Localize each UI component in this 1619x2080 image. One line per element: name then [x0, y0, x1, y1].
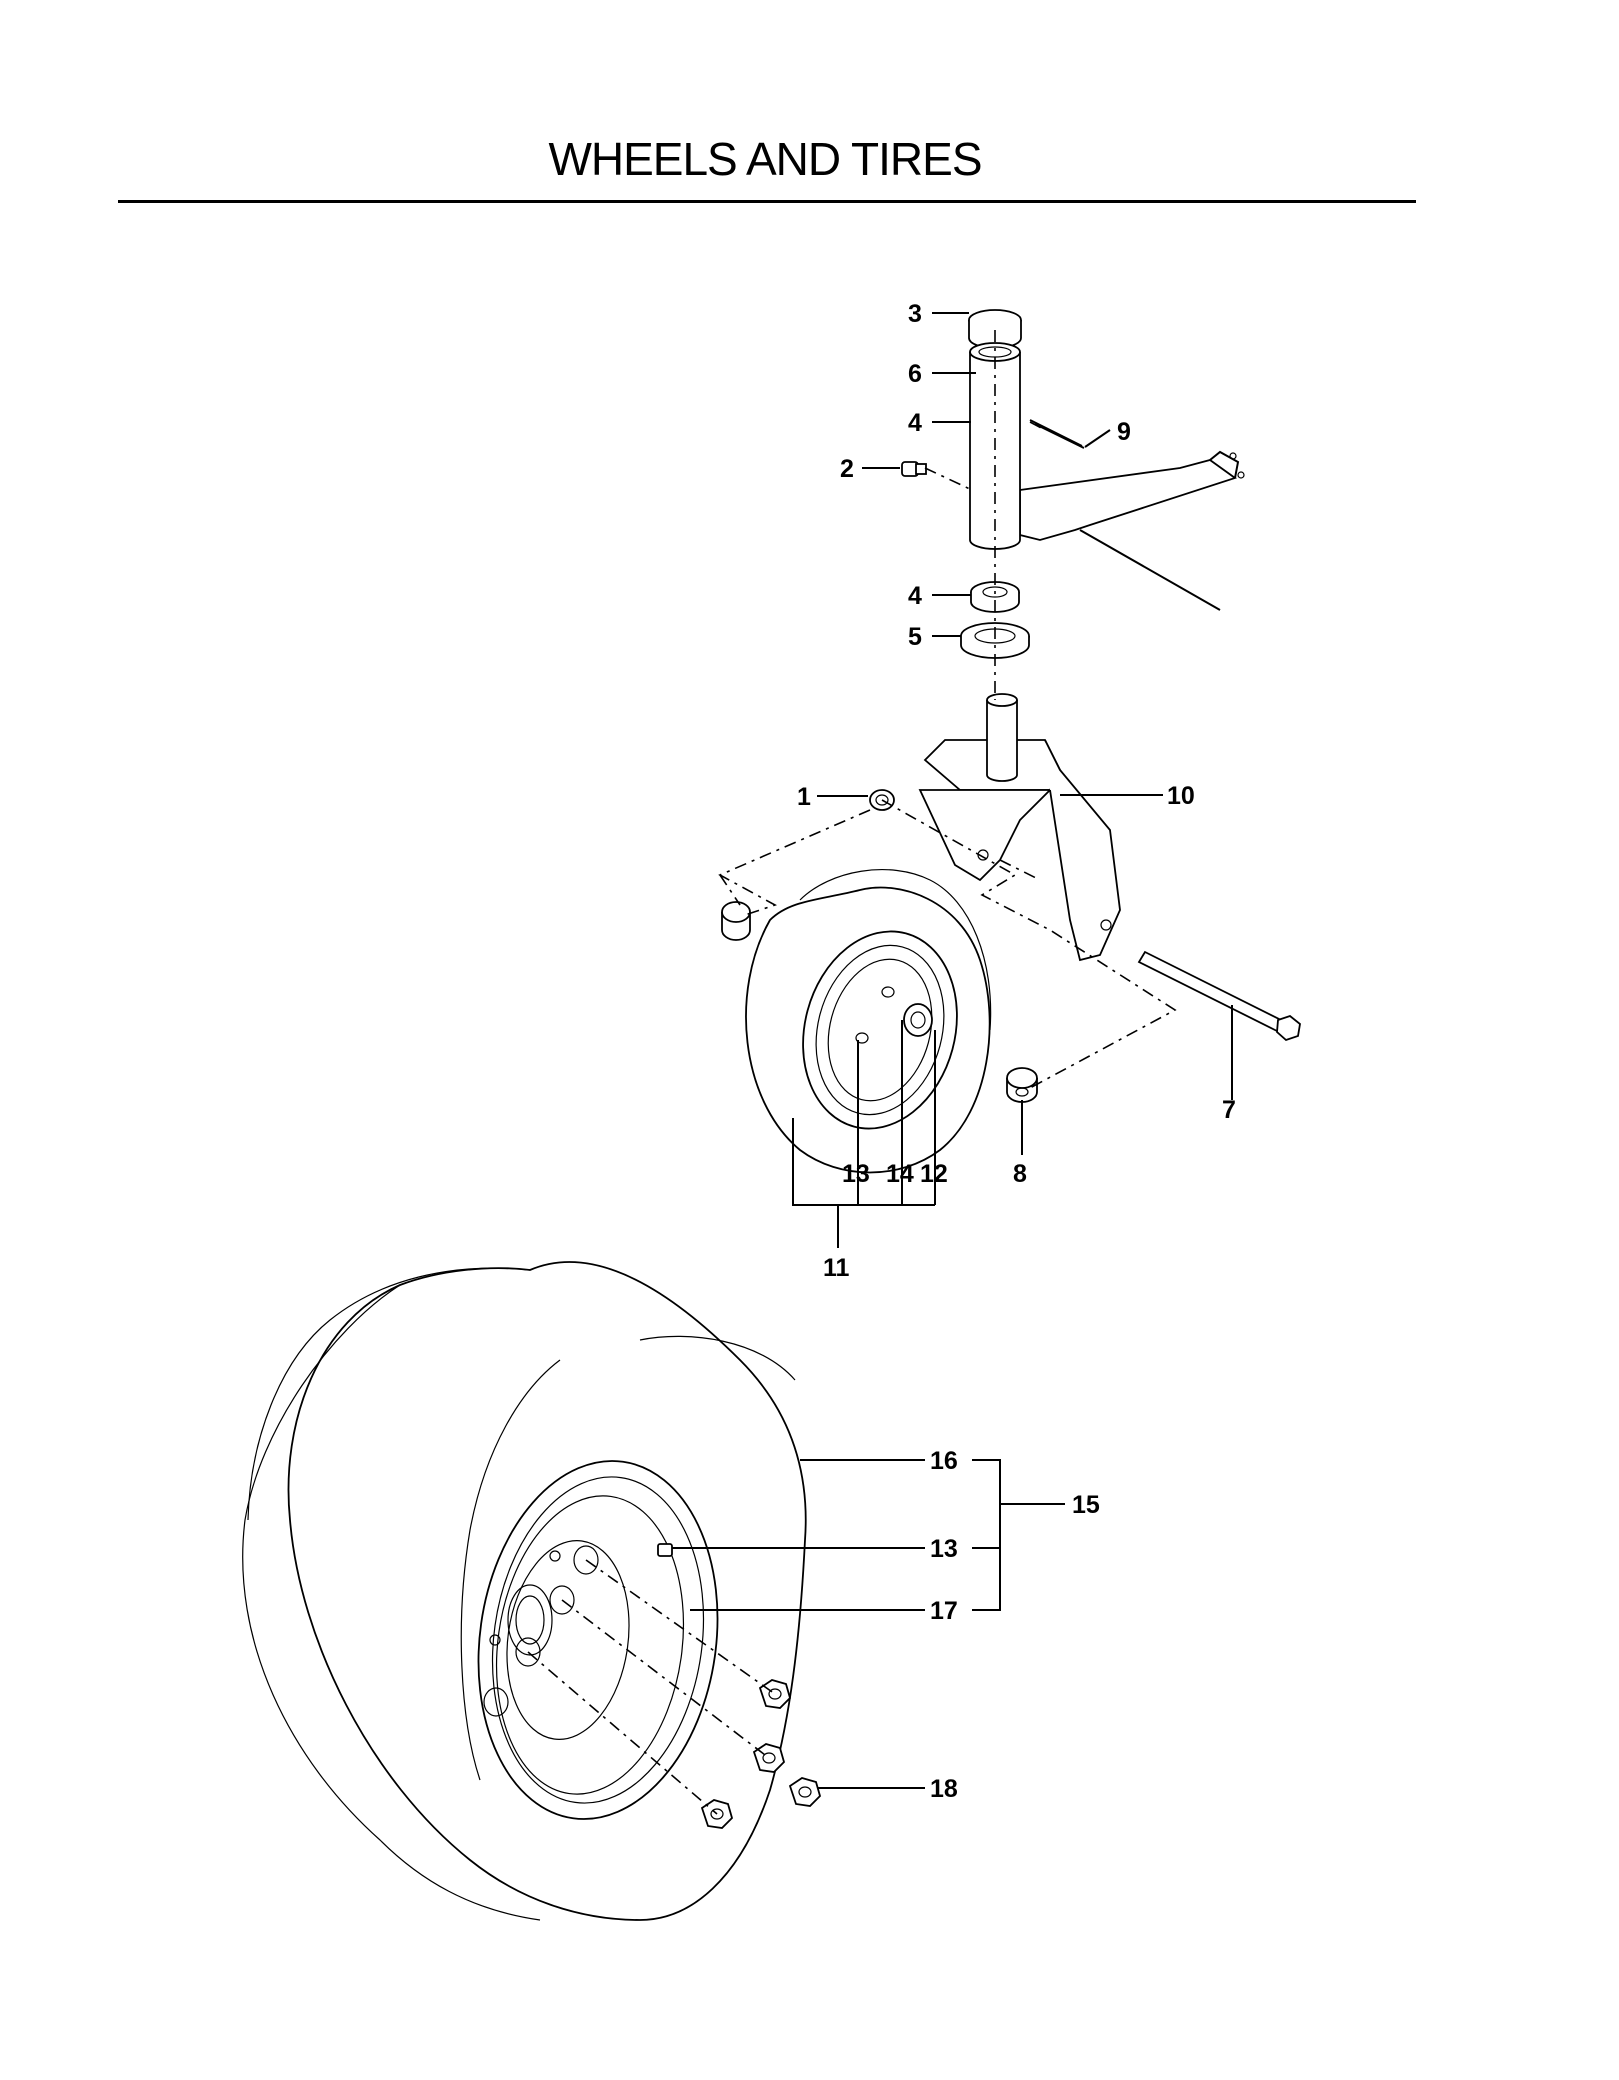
leader-lines — [672, 312, 1233, 1789]
callout-1: 1 — [797, 783, 811, 811]
callout-6: 6 — [908, 360, 922, 388]
callout-11: 11 — [823, 1254, 850, 1282]
callout-14: 14 — [886, 1160, 914, 1188]
spacer-right-part — [1006, 1067, 1038, 1103]
grease-fitting-part — [901, 461, 927, 477]
callout-13-rear: 13 — [930, 1535, 958, 1563]
callout-3: 3 — [908, 300, 922, 328]
callout-16: 16 — [930, 1447, 958, 1475]
callout-8: 8 — [1013, 1160, 1027, 1188]
callout-17: 17 — [930, 1597, 958, 1625]
caster-tube-frame-part — [969, 342, 1245, 611]
caster-alignment-lines — [718, 330, 1177, 1089]
caster-wheel-part — [745, 869, 992, 1174]
lug-nut-1 — [758, 1679, 792, 1709]
rear-valve-stem-part — [657, 1543, 673, 1557]
callout-2: 2 — [840, 455, 854, 483]
spacer-left-part — [721, 901, 751, 941]
callout-9: 9 — [1117, 418, 1131, 446]
callout-15: 15 — [1072, 1491, 1100, 1519]
callout-4-lower: 4 — [908, 582, 922, 610]
axle-bolt-part — [1137, 950, 1301, 1042]
page-title: WHEELS AND TIRES — [548, 133, 982, 185]
lug-nut-3 — [788, 1777, 822, 1807]
title-rule — [118, 200, 1416, 203]
callout-4-upper: 4 — [908, 409, 922, 437]
callout-18: 18 — [930, 1775, 958, 1803]
cotter-pin-part — [1029, 419, 1085, 449]
callout-12: 12 — [920, 1160, 948, 1188]
callout-13-caster: 13 — [842, 1160, 870, 1188]
callout-10: 10 — [1167, 782, 1195, 810]
callout-7: 7 — [1222, 1096, 1236, 1124]
rear-alignment-lines — [527, 1559, 776, 1815]
callout-5: 5 — [908, 623, 922, 651]
lug-nut-2 — [752, 1743, 786, 1773]
